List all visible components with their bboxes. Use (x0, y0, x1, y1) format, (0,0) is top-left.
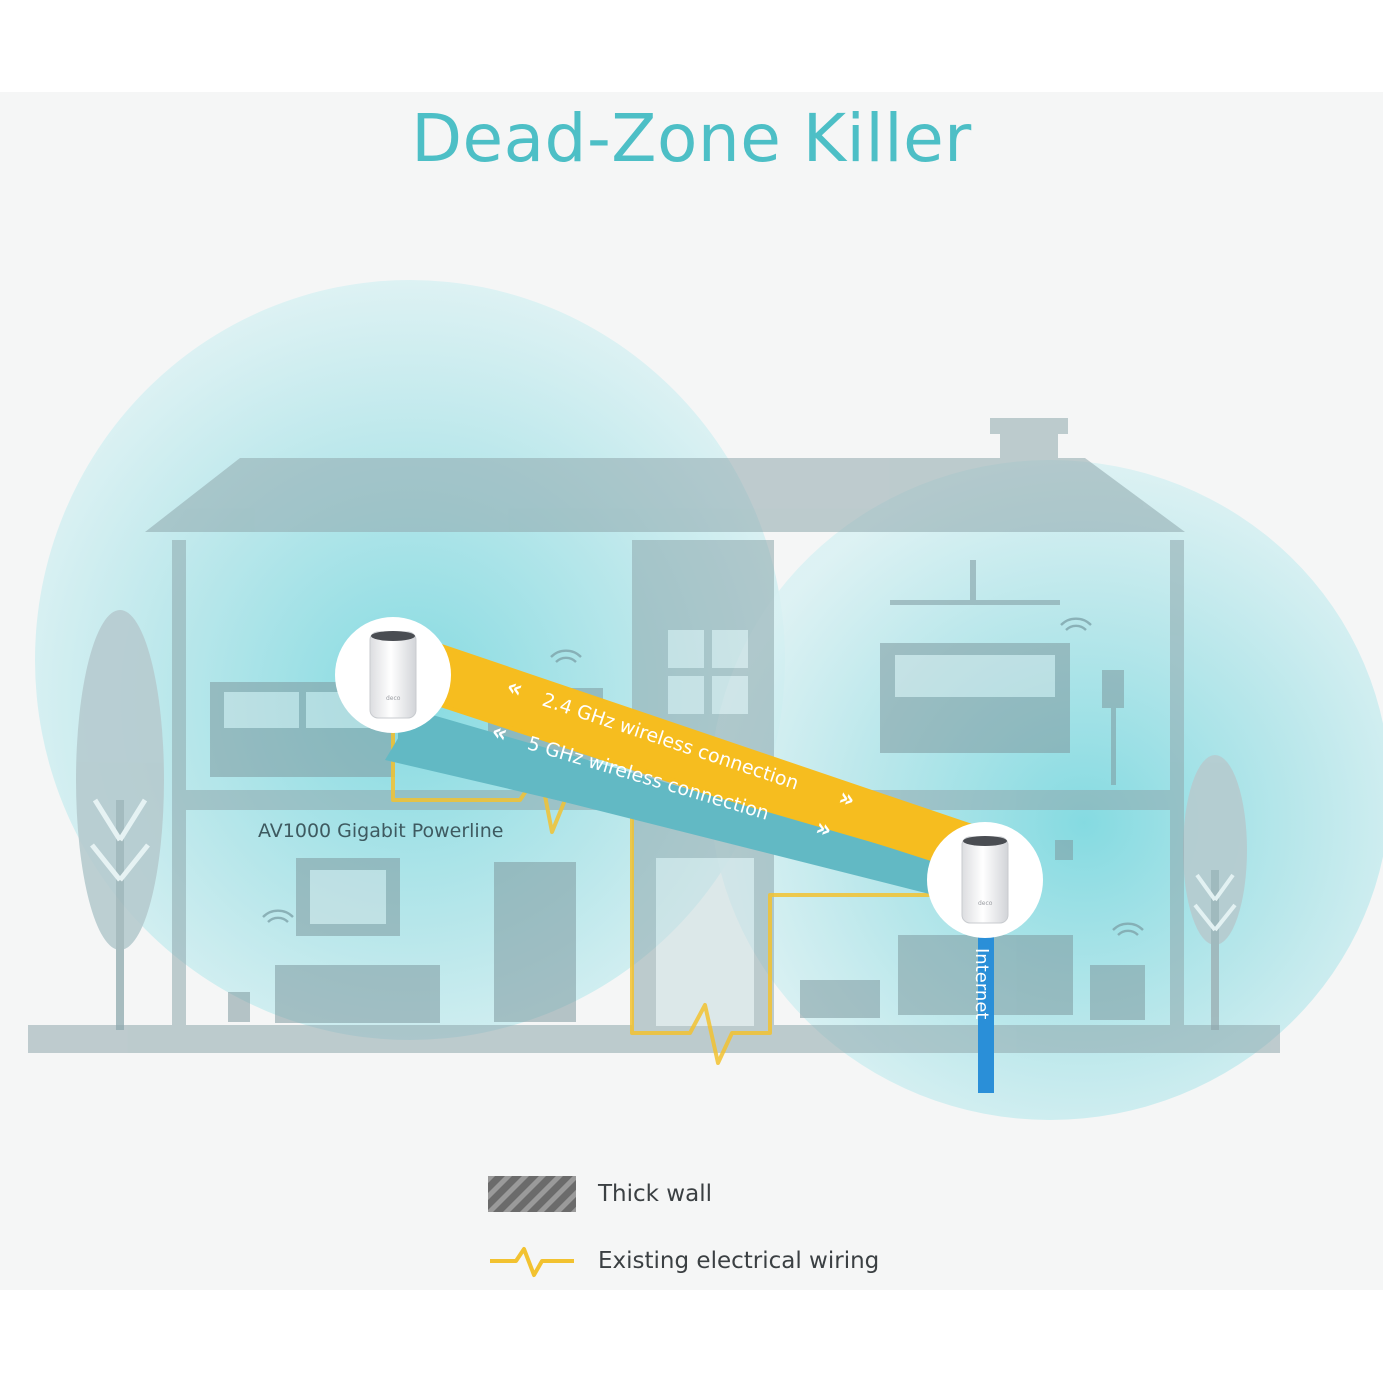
chevron-double-icon: » (812, 813, 835, 844)
tree-icon (1183, 755, 1247, 1030)
thick-wall-swatch (488, 1176, 576, 1212)
bed (880, 643, 1070, 753)
internet-cable (978, 935, 994, 1093)
powerline-label: AV1000 Gigabit Powerline (258, 820, 503, 842)
tree-icon (76, 610, 164, 1030)
band-24ghz-main (430, 640, 990, 880)
deco-unit-icon: deco (927, 822, 1043, 938)
internet-label: Internet (971, 948, 992, 1019)
wifi-icon (262, 617, 1144, 936)
wiring-swatch-icon (490, 1247, 574, 1277)
band-5ghz-main (398, 705, 985, 908)
ground (28, 1025, 1280, 1053)
window (668, 630, 748, 714)
deco-unit-icon: deco (335, 617, 451, 733)
wireless-bands: « 2.4 GHz wireless connection » « 5 GHz … (385, 640, 990, 908)
legend-item-wiring: Existing electrical wiring (488, 1243, 879, 1279)
deco-brand-label: deco (978, 900, 993, 907)
page-title: Dead-Zone Killer (411, 100, 972, 177)
roof (145, 458, 1185, 532)
legend-label-thick-wall: Thick wall (598, 1181, 712, 1207)
chevron-double-icon: « (488, 717, 511, 748)
wall-left (172, 540, 186, 1025)
legend-label-wiring: Existing electrical wiring (598, 1248, 880, 1274)
door (656, 858, 754, 1026)
kitchen (228, 858, 576, 1023)
wall-right (1170, 540, 1184, 1025)
legend-item-thick-wall: Thick wall (488, 1176, 712, 1212)
house (28, 418, 1280, 1053)
deco-brand-label: deco (386, 695, 401, 702)
